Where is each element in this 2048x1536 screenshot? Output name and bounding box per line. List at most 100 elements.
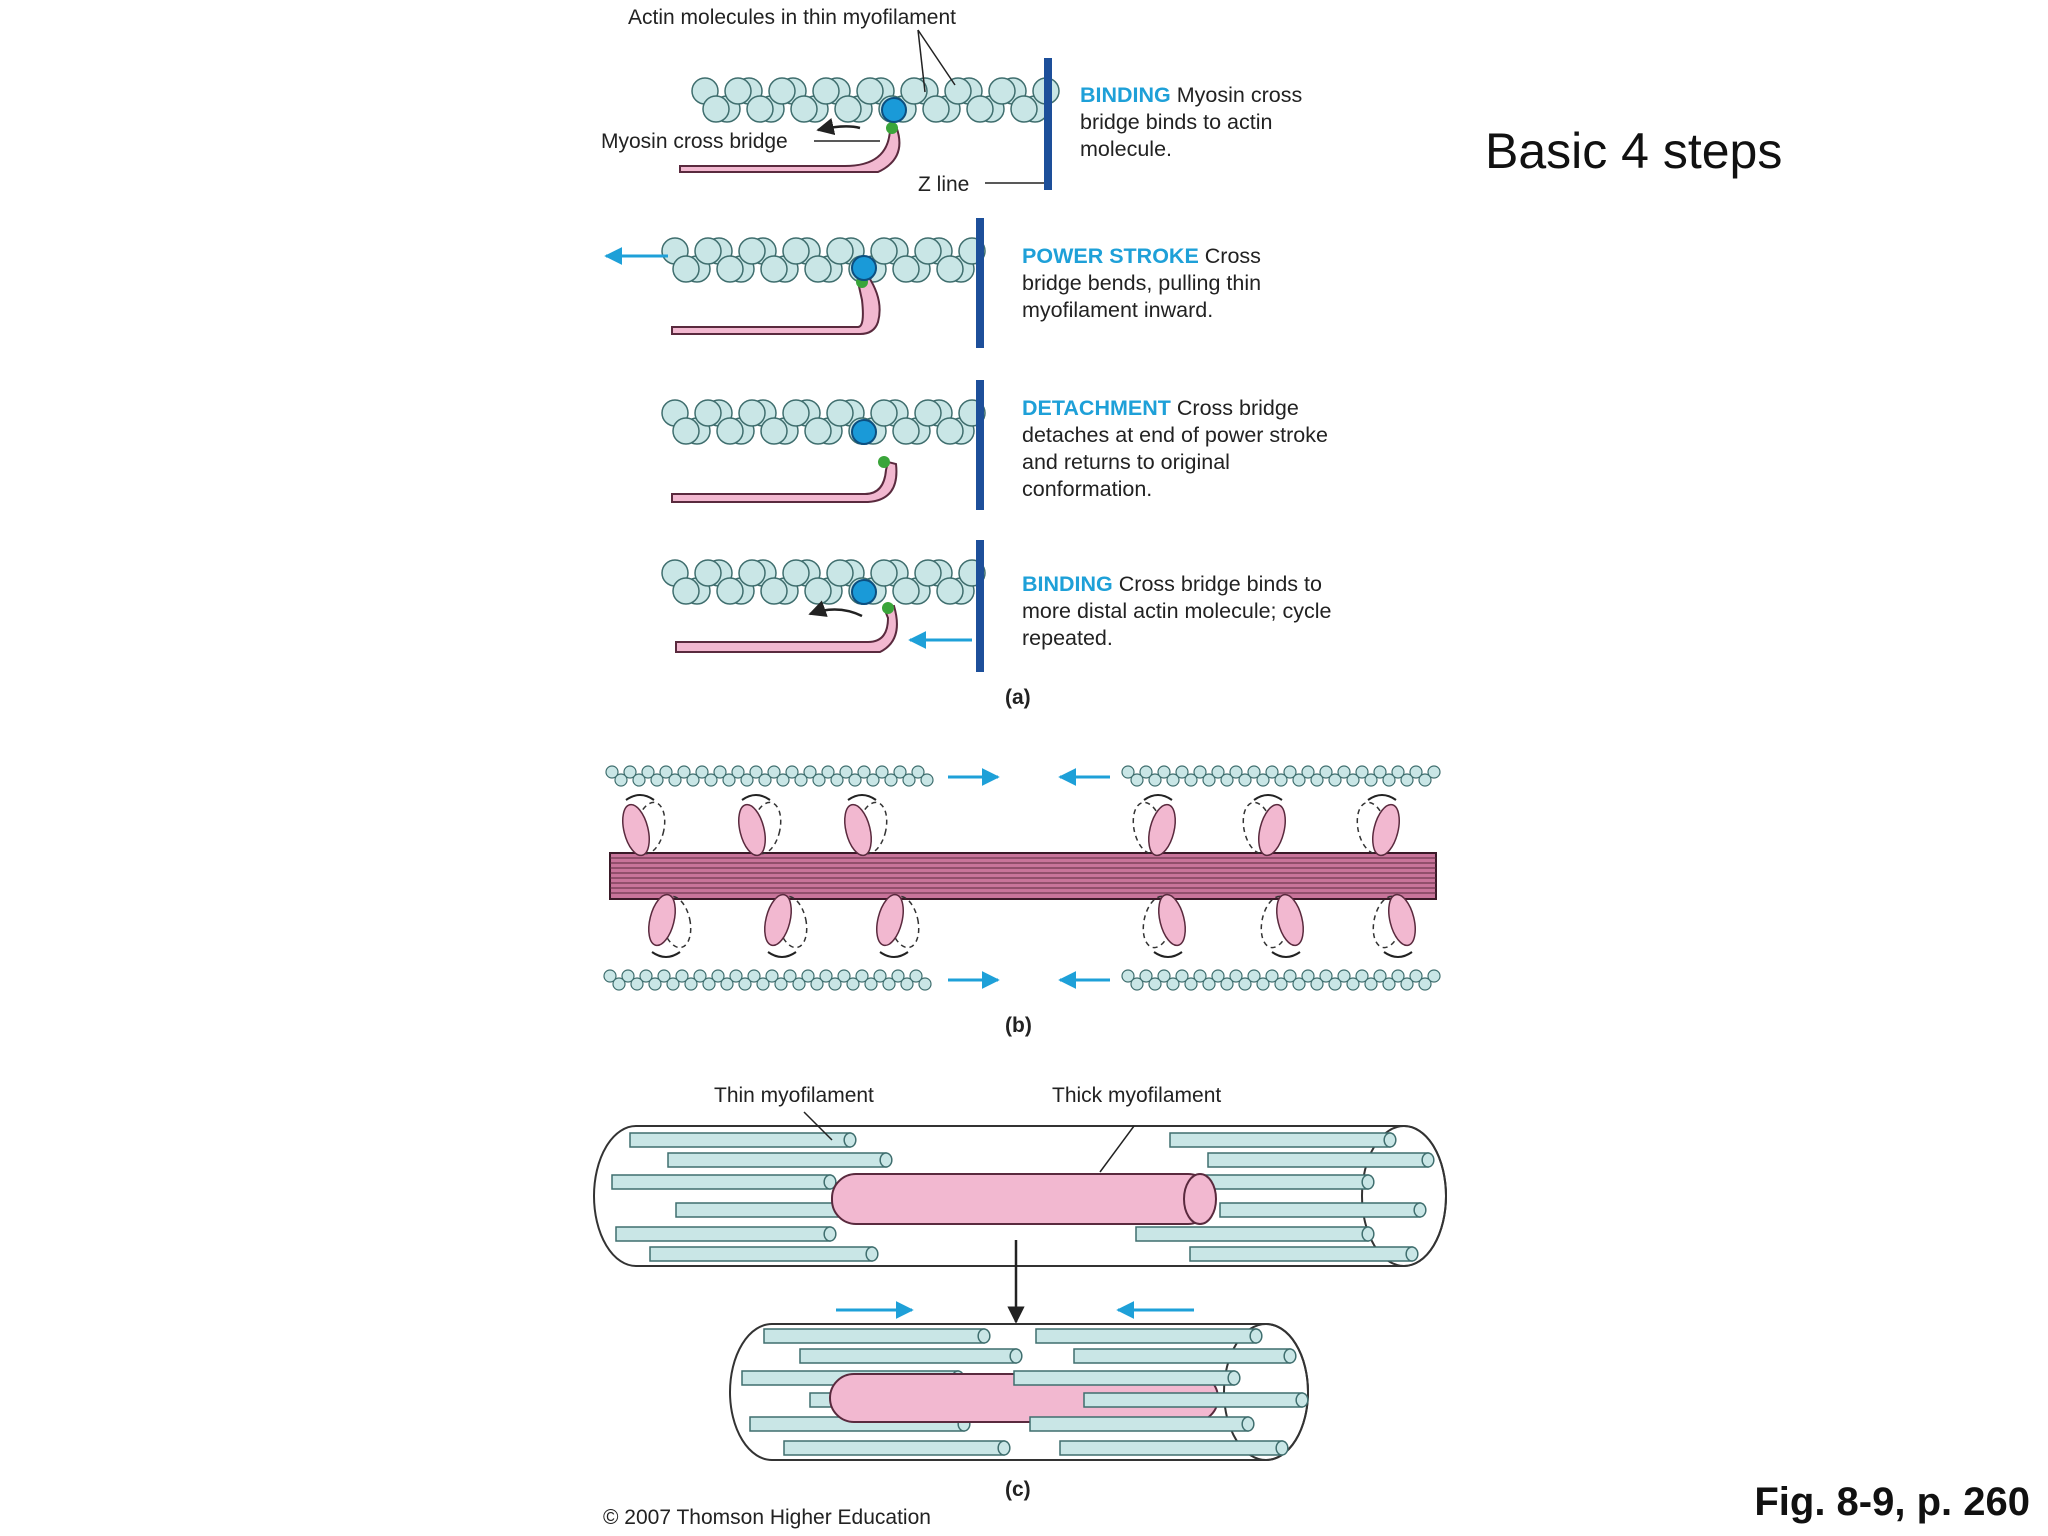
rod-end xyxy=(1361,1226,1375,1242)
actin-bead xyxy=(724,77,752,105)
step-2-description: POWER STROKE Cross bridge bends, pulling… xyxy=(1022,243,1322,324)
actin-bead xyxy=(774,977,788,991)
actin-bead xyxy=(716,255,744,283)
rod-end xyxy=(823,1174,837,1190)
actin-bead xyxy=(702,977,716,991)
actin-bead xyxy=(866,773,880,787)
rod-end xyxy=(843,1132,857,1148)
actin-bead xyxy=(672,417,700,445)
actin-bead xyxy=(875,765,889,779)
actin-bead xyxy=(1391,969,1405,983)
actin-bead xyxy=(1310,773,1324,787)
step-3-diagram xyxy=(661,380,986,510)
actin-bead xyxy=(1319,969,1333,983)
actin-bead xyxy=(740,773,754,787)
step-4-text: Cross bridge binds to more distal actin … xyxy=(1022,572,1332,650)
actin-bead xyxy=(1211,969,1225,983)
actin-bead xyxy=(623,765,637,779)
myofilament-rod xyxy=(1035,1328,1257,1344)
myofilament-rod xyxy=(1013,1370,1235,1386)
step-1-text: Myosin cross bridge binds to actin molec… xyxy=(1080,83,1303,161)
actin-bead xyxy=(722,773,736,787)
actin-bead xyxy=(747,969,761,983)
actin-bead xyxy=(848,773,862,787)
z-line-label: Z line xyxy=(918,173,969,196)
rod-end xyxy=(1227,1370,1241,1386)
actin-bead xyxy=(668,773,682,787)
actin-bead xyxy=(672,255,700,283)
rod-end xyxy=(977,1328,991,1344)
thick-myofilament-label: Thick myofilament xyxy=(1052,1084,1221,1107)
rod-end xyxy=(1405,1246,1419,1262)
actin-bead xyxy=(892,255,920,283)
actin-bead xyxy=(826,399,854,427)
actin-bead xyxy=(909,969,923,983)
z-line xyxy=(1044,58,1052,190)
actin-bead xyxy=(1400,977,1414,991)
actin-bead xyxy=(826,559,854,587)
actin-bead xyxy=(767,765,781,779)
actin-bead xyxy=(1409,969,1423,983)
actin-bead xyxy=(900,977,914,991)
actin-bead xyxy=(1148,977,1162,991)
rod-end xyxy=(1009,1348,1023,1364)
actin-bead xyxy=(936,577,964,605)
actin-bead xyxy=(810,977,824,991)
actin-bead xyxy=(804,417,832,445)
actin-bead xyxy=(794,773,808,787)
actin-bead xyxy=(792,977,806,991)
actin-bead xyxy=(870,237,898,265)
myofilament-rod xyxy=(1059,1440,1283,1456)
actin-filament-lower-left xyxy=(603,969,932,991)
actin-bead xyxy=(782,399,810,427)
actin-bead xyxy=(1391,765,1405,779)
step-1-description: BINDING Myosin cross bridge binds to act… xyxy=(1080,82,1350,163)
actin-bead xyxy=(1166,977,1180,991)
actin-filament xyxy=(661,559,986,605)
actin-bead xyxy=(621,969,635,983)
step-4-description: BINDING Cross bridge binds to more dista… xyxy=(1022,571,1342,652)
z-line xyxy=(976,380,984,510)
actin-bead xyxy=(1337,765,1351,779)
actin-bead xyxy=(911,765,925,779)
motion-arc xyxy=(1271,951,1301,958)
myofilament-rod xyxy=(1207,1152,1429,1168)
actin-bead xyxy=(944,77,972,105)
actin-bead xyxy=(1346,977,1360,991)
myosin-head xyxy=(1276,893,1304,947)
actin-bead xyxy=(936,417,964,445)
slide-title: Basic 4 steps xyxy=(1485,123,1783,179)
actin-bead xyxy=(966,95,994,123)
actin-binding-molecule xyxy=(851,255,877,281)
actin-bead xyxy=(1139,765,1153,779)
actin-bead xyxy=(902,773,916,787)
actin-bead xyxy=(819,969,833,983)
actin-bead xyxy=(765,969,779,983)
actin-bead xyxy=(756,977,770,991)
myosin-head xyxy=(1388,893,1416,947)
actin-bead xyxy=(873,969,887,983)
actin-bead xyxy=(870,559,898,587)
myofilament-rod xyxy=(1029,1416,1249,1432)
actin-bead xyxy=(1373,765,1387,779)
sarcomere-contracted xyxy=(729,1323,1309,1461)
actin-filament xyxy=(691,77,1060,123)
actin-filament-upper-left xyxy=(605,765,934,787)
myofilament-rod xyxy=(667,1152,887,1168)
z-line xyxy=(976,540,984,672)
actin-bead xyxy=(760,577,788,605)
actin-bead xyxy=(914,559,942,587)
z-line xyxy=(976,218,984,348)
panel-b-label: (b) xyxy=(1005,1014,1032,1037)
rod-end xyxy=(1283,1348,1297,1364)
myofilament-rod xyxy=(629,1132,851,1148)
motion-arc xyxy=(625,794,655,801)
actin-bead xyxy=(776,773,790,787)
actin-bead xyxy=(768,77,796,105)
rod-end xyxy=(997,1440,1011,1456)
myosin-head xyxy=(876,893,904,947)
actin-bead xyxy=(1382,773,1396,787)
actin-bead xyxy=(1310,977,1324,991)
actin-bead xyxy=(1328,977,1342,991)
actin-bead xyxy=(1010,95,1038,123)
